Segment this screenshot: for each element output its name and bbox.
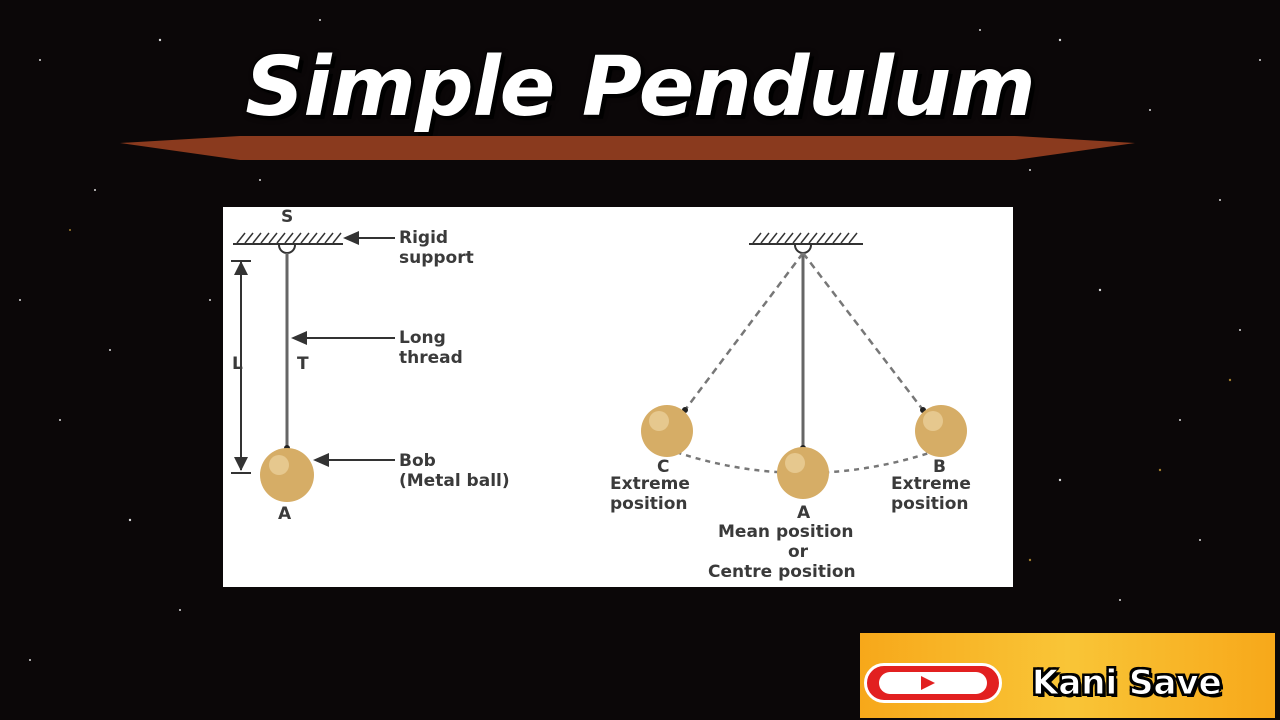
c-letter: C [657,457,669,477]
c-label-2: position [610,494,688,514]
rigid-support-label-1: Rigid [399,228,448,248]
b-label-1: Extreme [891,474,971,494]
a-label-1: Mean position [718,522,853,542]
b-letter: B [933,457,946,477]
length-label: L [232,354,243,374]
thread-letter: T [297,354,309,374]
a-letter: A [797,503,811,523]
rigid-support-label-2: support [399,248,474,268]
bob-label-2: (Metal ball) [399,471,510,491]
page-title: Simple Pendulum [245,40,1035,135]
bob-label-1: Bob [399,451,436,471]
youtube-play-icon [864,663,1002,703]
bob-letter: A [278,504,292,524]
pendulum-diagram: S Rigid support L T Long thread Bob (Met… [223,207,1013,587]
support-letter: S [281,207,293,227]
long-thread-label-2: thread [399,348,463,368]
right-pendulum: C Extreme position A Mean position or Ce… [610,232,971,582]
channel-name: Kani Save [1032,663,1223,704]
left-pendulum: S Rigid support L T Long thread Bob (Met… [231,207,510,524]
title-underline-bar [120,136,1135,160]
a-label-2: or [788,542,809,562]
b-label-2: position [891,494,969,514]
long-thread-label-1: Long [399,328,446,348]
c-label-1: Extreme [610,474,690,494]
channel-badge[interactable]: Kani Save [860,633,1275,718]
a-label-3: Centre position [708,562,856,582]
